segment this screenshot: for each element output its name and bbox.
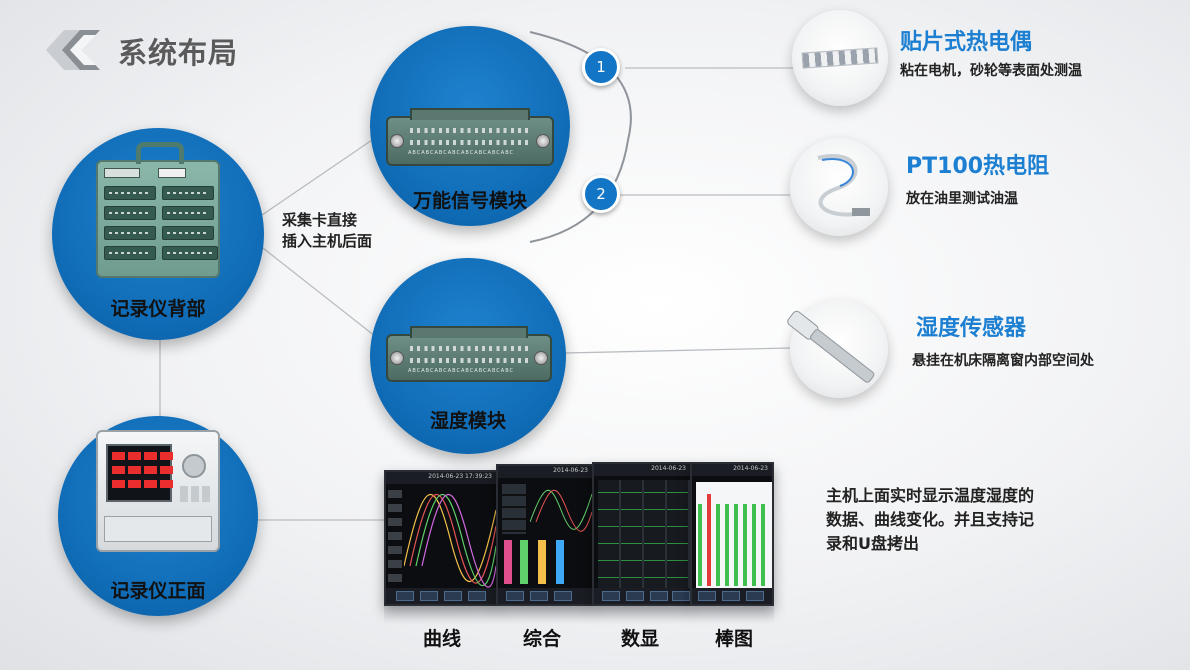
composite-curve-icon [530,489,592,532]
page-title: 系统布局 [118,36,239,70]
sensor-title-thermocouple: 贴片式热电偶 [900,30,1033,55]
badge-1: 1 [582,48,620,86]
screen-label-curve: 曲线 [422,628,461,650]
screen-digital: 2014-06-23 [592,462,692,606]
sensor-desc-humidity: 悬挂在机床隔离窗内部空间处 [912,353,1094,369]
humidity-module-image: ABCABCABCABCABCABCABCABC [386,326,552,382]
sensor-desc-pt100: 放在油里测试油温 [906,191,1018,207]
connection-note: 采集卡直接 插入主机后面 [282,211,373,250]
humidity-module-label: 湿度模块 [429,410,506,432]
humidity-sensor-image-disc [787,300,888,398]
sensor-title-pt100: PT100热电阻 [906,154,1050,179]
recorder-back-label: 记录仪背部 [110,298,206,320]
screens-reflection [384,606,774,624]
pt100-probe-icon [817,154,870,217]
recorder-front-image [96,430,220,552]
recorder-back-image [96,142,220,278]
recorder-back-disc: 记录仪背部 [52,128,264,340]
display-note: 主机上面实时显示温度湿度的 数据、曲线变化。并且支持记 录和U盘拷出 [826,486,1035,553]
universal-module-label: 万能信号模块 [412,190,527,212]
curve-chart-icon [404,493,496,588]
screen-label-bar: 棒图 [714,628,753,650]
screen-bar: 2014-06-23 [690,462,774,606]
recorder-front-disc: 记录仪正面 [58,416,258,616]
thermocouple-image-disc [792,10,888,106]
section-logo-icon [46,30,100,70]
thermocouple-patch-icon [801,47,879,69]
sensor-desc-thermocouple: 粘在电机，砂轮等表面处测温 [900,63,1082,79]
screen-label-digital: 数显 [620,628,659,650]
sensor-title-humidity: 湿度传感器 [916,316,1027,341]
badge-2: 2 [582,175,620,213]
screen-label-composite: 综合 [522,628,561,650]
recorder-front-label: 记录仪正面 [110,580,206,602]
pt100-image-disc [790,138,888,236]
screen-curve: 2014-06-23 17:39:23 [384,470,498,606]
humidity-module-disc: ABCABCABCABCABCABCABCABC 湿度模块 [370,258,566,454]
universal-module-disc: ABCABCABCABCABCABCABCABC 万能信号模块 [370,26,570,226]
humidity-probe-icon [787,310,875,383]
universal-module-image: ABCABCABCABCABCABCABCABC [386,108,554,166]
screen-composite: 2014-06-23 [496,464,594,606]
